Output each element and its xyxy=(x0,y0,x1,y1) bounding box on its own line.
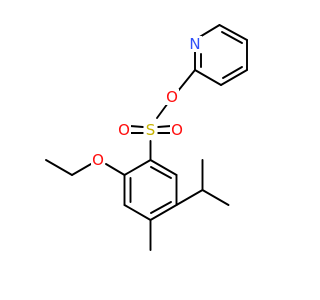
bond xyxy=(71,163,92,176)
bond xyxy=(149,159,178,176)
bond xyxy=(156,102,169,119)
atom-label-background xyxy=(117,122,131,138)
bond xyxy=(123,159,152,176)
bond xyxy=(222,66,243,79)
atom-label-o-left: O xyxy=(118,121,130,139)
atom-label-o-ethoxy: O xyxy=(92,151,104,169)
bond xyxy=(221,31,243,44)
bond xyxy=(218,24,248,41)
bond xyxy=(129,125,144,128)
bond xyxy=(175,189,204,206)
bond xyxy=(177,69,196,92)
atom-label-s: S xyxy=(146,121,156,139)
bond-lines xyxy=(45,24,248,251)
bond xyxy=(201,189,230,206)
bond xyxy=(149,204,178,221)
bond xyxy=(123,204,152,221)
bond xyxy=(150,201,172,214)
atom-label-background xyxy=(91,152,105,168)
bond xyxy=(220,69,248,86)
atom-label-n1: N xyxy=(189,35,200,53)
atom-label-background xyxy=(143,122,158,138)
atom-label-background xyxy=(188,36,202,52)
bond xyxy=(45,159,73,176)
atom-label-background xyxy=(170,122,184,138)
bond xyxy=(150,166,172,179)
bond xyxy=(194,69,222,86)
atom-label-o-ester: O xyxy=(166,88,178,106)
atom-label-o-right: O xyxy=(171,121,183,139)
atom-label-background xyxy=(165,89,179,105)
bond xyxy=(105,163,126,176)
bond xyxy=(157,125,172,128)
